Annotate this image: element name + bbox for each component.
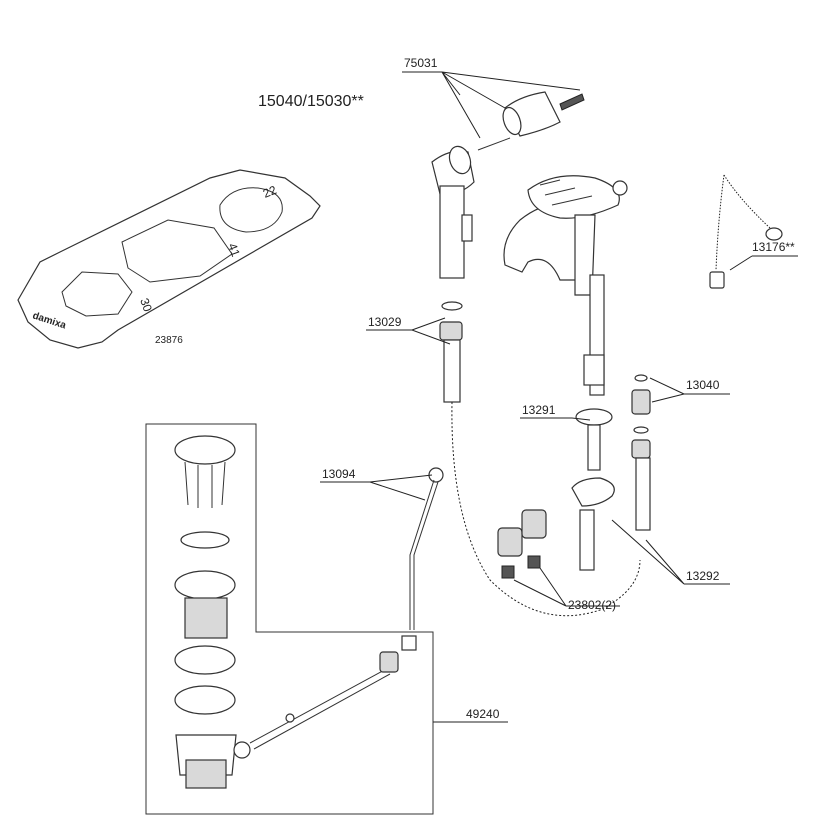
leader-lines [320,71,798,723]
hand-shower [431,91,641,617]
label-23876: 23876 [155,335,183,346]
label-13029: 13029 [368,315,402,329]
label-49240: 49240 [466,707,500,721]
supply-hose [631,374,651,531]
wrench-size-30: 30 [137,296,155,314]
label-13094: 13094 [322,467,356,481]
label-13292: 13292 [686,569,720,583]
mixer-body [503,175,628,471]
label-13040: 13040 [686,378,720,392]
wrench-size-22: 22 [261,183,279,201]
label-13291: 13291 [522,403,556,417]
label-13176: 13176** [752,240,795,254]
wrench-size-41: 41 [225,241,243,259]
wrench-tool: 22 41 30 damixa [17,169,321,349]
pop-up-rod [409,467,444,630]
wrench-hole-22 [219,187,283,233]
label-75031: 75031 [404,56,438,70]
label-23802: 23802(2) [568,598,616,612]
waste-frame [145,423,434,815]
wrench-hole-41 [121,219,233,283]
waste-assembly [174,435,417,789]
fixing-kit [497,477,615,579]
diagram-title: 15040/15030** [258,93,364,110]
wrench-hole-30 [61,271,133,317]
chain-plug [709,174,783,289]
